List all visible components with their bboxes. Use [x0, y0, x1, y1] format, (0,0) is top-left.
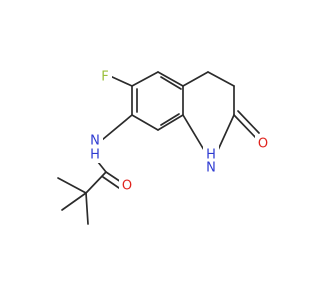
- molecule-structure: F N H H N O O: [57, 68, 271, 225]
- aromatic-double-bond: [160, 113, 180, 126]
- amide-n-atom-label: N: [90, 134, 100, 149]
- atom-bg: [98, 68, 112, 86]
- alkyl-bond: [85, 171, 107, 194]
- aromatic-double-bond: [160, 76, 182, 90]
- lactam-n-atom-label: N: [206, 161, 216, 176]
- amide-carbonyl-bond: [105, 171, 122, 183]
- ring-bond: [217, 114, 235, 151]
- bond-layer: [57, 71, 260, 225]
- aromatic-bond: [131, 114, 159, 131]
- ring-bond: [207, 71, 235, 87]
- methyl-bond: [57, 177, 87, 194]
- c-f-bond: [109, 75, 133, 87]
- fluorine-atom-label: F: [101, 70, 108, 85]
- atom-bg: [119, 177, 135, 195]
- amide-carbonyl-double-bond: [102, 176, 120, 189]
- carbonyl-double-bond: [237, 110, 260, 134]
- n-aryl-bond: [101, 114, 133, 141]
- atom-label-layer: F N H H N O O: [87, 68, 271, 195]
- lactam-oxygen-atom-label: O: [258, 137, 268, 152]
- amide-oxygen-atom-label: O: [122, 179, 132, 194]
- aromatic-bond: [131, 71, 159, 87]
- ring-bond: [182, 114, 205, 151]
- ring-bond: [182, 71, 209, 87]
- atom-bg: [203, 144, 219, 174]
- atom-bg: [87, 133, 103, 163]
- atom-bg: [255, 135, 271, 153]
- methyl-bond: [61, 192, 87, 211]
- amide-h-atom-label: H: [90, 148, 100, 163]
- aromatic-bond: [157, 71, 184, 87]
- methyl-bond: [85, 192, 89, 225]
- aromatic-bond: [157, 114, 184, 131]
- carbonyl-bond: [233, 114, 257, 139]
- lactam-h-atom-label: H: [206, 148, 216, 163]
